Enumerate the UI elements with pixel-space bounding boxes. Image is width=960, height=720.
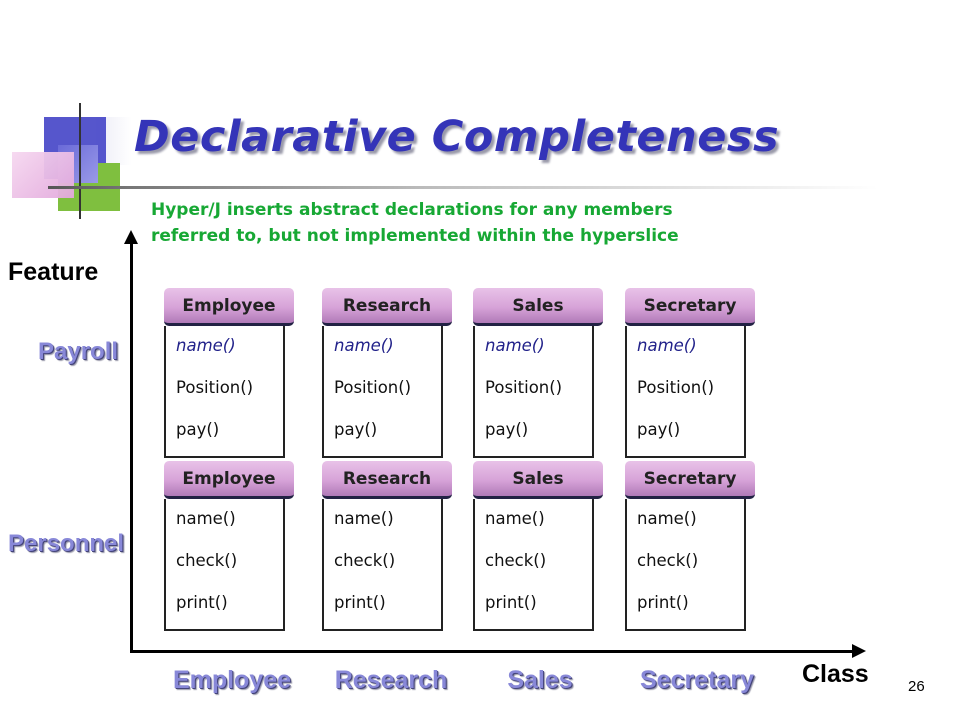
- page-number: 26: [908, 678, 925, 695]
- x-axis-title: Class: [802, 660, 869, 688]
- class-header: Secretary: [625, 461, 755, 499]
- abstract-member: name(): [334, 336, 394, 355]
- class-header: Employee: [164, 461, 294, 499]
- class-header: Employee: [164, 288, 294, 326]
- personnel-sales-class-box: Sales name() check() print(): [473, 461, 603, 631]
- payroll-research-class-box: Research name() Position() pay(): [322, 288, 452, 458]
- abstract-member: name(): [176, 336, 236, 355]
- personnel-research-class-box: Research name() check() print(): [322, 461, 452, 631]
- column-label-research: Research: [334, 666, 448, 694]
- class-header: Research: [322, 288, 452, 326]
- member: print(): [176, 593, 228, 612]
- subtitle-line-1: Hyper/J inserts abstract declarations fo…: [151, 200, 673, 220]
- member: Position(): [334, 378, 412, 397]
- member: print(): [637, 593, 689, 612]
- abstract-member: name(): [485, 336, 545, 355]
- x-axis-arrowhead: [852, 644, 866, 658]
- member: pay(): [334, 420, 378, 439]
- column-label-secretary: Secretary: [640, 666, 754, 694]
- x-axis: [130, 650, 856, 653]
- member: pay(): [485, 420, 529, 439]
- y-axis-title: Feature: [8, 258, 99, 286]
- member: check(): [637, 551, 699, 570]
- class-header: Secretary: [625, 288, 755, 326]
- member: pay(): [637, 420, 681, 439]
- column-label-sales: Sales: [507, 666, 573, 694]
- abstract-member: name(): [637, 336, 697, 355]
- class-members: name() check() print(): [322, 499, 443, 631]
- class-members: name() Position() pay(): [164, 326, 285, 458]
- y-axis: [130, 240, 133, 652]
- class-members: name() Position() pay(): [473, 326, 594, 458]
- column-label-employee: Employee: [172, 666, 292, 694]
- member: check(): [485, 551, 547, 570]
- class-members: name() Position() pay(): [625, 326, 746, 458]
- payroll-secretary-class-box: Secretary name() Position() pay(): [625, 288, 755, 458]
- class-members: name() check() print(): [164, 499, 285, 631]
- class-members: name() check() print(): [625, 499, 746, 631]
- subtitle-line-2: referred to, but not implemented within …: [151, 226, 679, 246]
- class-members: name() Position() pay(): [322, 326, 443, 458]
- payroll-employee-class-box: Employee name() Position() pay(): [164, 288, 294, 458]
- member: name(): [485, 509, 545, 528]
- decorative-square-pink: [12, 152, 74, 198]
- member: name(): [176, 509, 236, 528]
- class-header: Research: [322, 461, 452, 499]
- member: name(): [334, 509, 394, 528]
- row-label-personnel: Personnel: [8, 530, 125, 557]
- member: check(): [334, 551, 396, 570]
- y-axis-arrowhead: [124, 230, 138, 244]
- row-label-payroll: Payroll: [38, 338, 119, 365]
- member: print(): [334, 593, 386, 612]
- member: print(): [485, 593, 537, 612]
- class-members: name() check() print(): [473, 499, 594, 631]
- member: Position(): [485, 378, 563, 397]
- class-header: Sales: [473, 288, 603, 326]
- payroll-sales-class-box: Sales name() Position() pay(): [473, 288, 603, 458]
- member: check(): [176, 551, 238, 570]
- decorative-vertical-line: [79, 103, 81, 219]
- slide-title: Declarative Completeness: [134, 112, 780, 162]
- member: name(): [637, 509, 697, 528]
- member: pay(): [176, 420, 220, 439]
- personnel-secretary-class-box: Secretary name() check() print(): [625, 461, 755, 631]
- title-underline: [48, 186, 878, 189]
- member: Position(): [637, 378, 715, 397]
- personnel-employee-class-box: Employee name() check() print(): [164, 461, 294, 631]
- member: Position(): [176, 378, 254, 397]
- class-header: Sales: [473, 461, 603, 499]
